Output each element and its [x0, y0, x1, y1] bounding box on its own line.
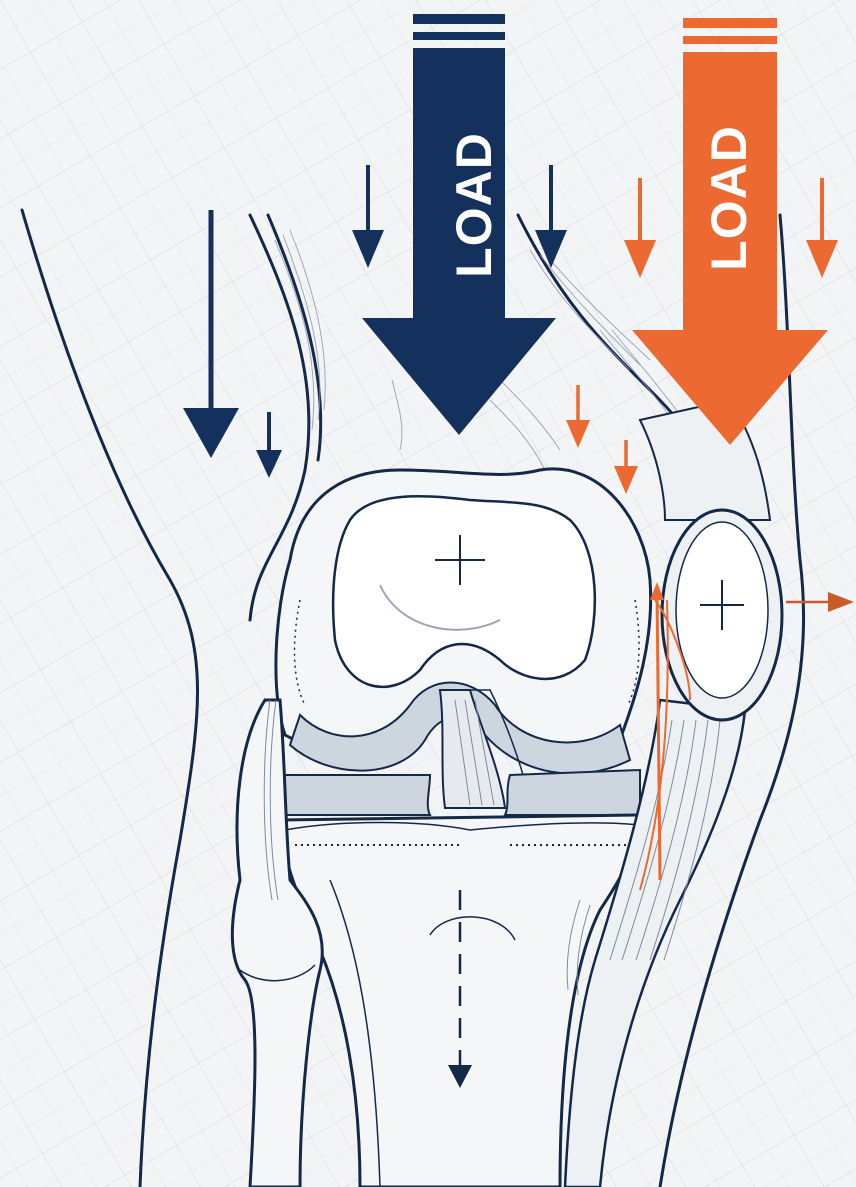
- load-label-secondary: LOAD: [701, 125, 757, 271]
- meniscus-left: [280, 775, 430, 815]
- load-label-primary: LOAD: [446, 132, 502, 278]
- meniscus-right: [505, 770, 640, 815]
